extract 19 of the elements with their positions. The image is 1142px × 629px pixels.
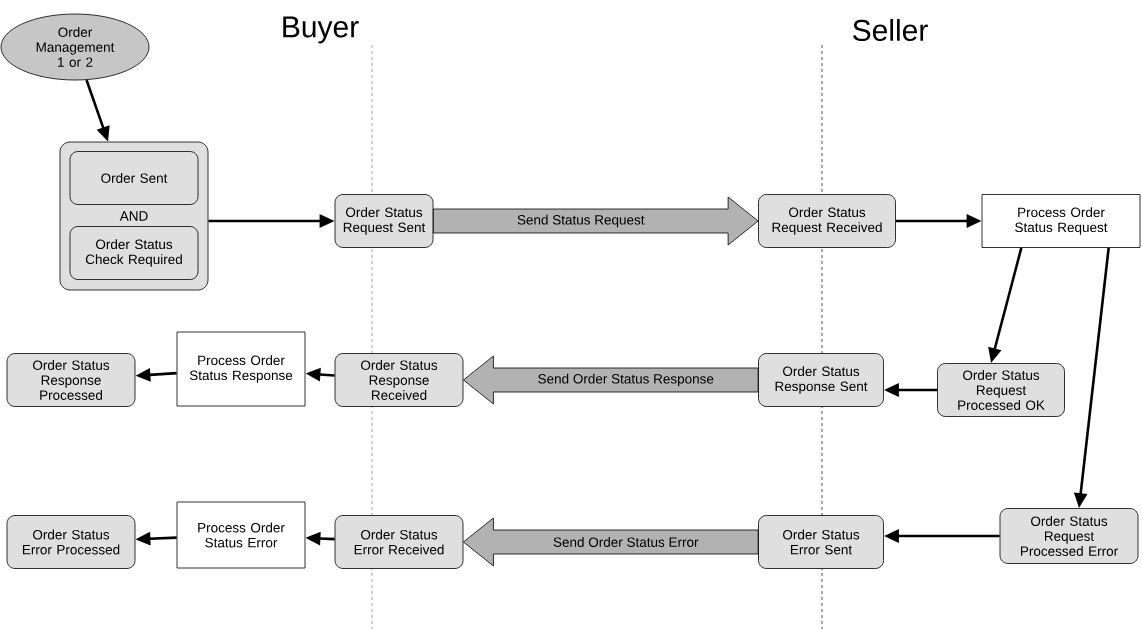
- state-box: Order Sent: [69, 151, 199, 205]
- state-box: Order Status Response Received: [334, 353, 464, 407]
- state-box: Order Status Request Received: [758, 194, 896, 248]
- state-box: Order Status Response Sent: [758, 353, 884, 407]
- state-box: Order Status Request Sent: [334, 194, 434, 248]
- state-box: Order Status Response Processed: [6, 353, 136, 407]
- process-box: Process Order Status Response: [176, 331, 306, 407]
- state-box: Order Status Check Required: [69, 226, 199, 280]
- state-box: Order Status Request Processed OK: [937, 363, 1065, 417]
- ellipse-node: Order Management 1 or 2: [0, 13, 150, 81]
- lane-heading: Buyer: [283, 16, 359, 44]
- process-box: Process Order Status Error: [176, 501, 306, 569]
- state-box: Order Status Error Sent: [758, 515, 884, 569]
- process-box: Process Order Status Request: [981, 194, 1141, 248]
- state-box: Order Status Error Received: [334, 515, 464, 569]
- state-box: Order Status Request Processed Error: [999, 508, 1139, 564]
- lane-heading: Seller: [853, 19, 928, 41]
- state-box: Order Status Error Processed: [6, 515, 136, 569]
- edge-label: Send Order Status Error: [552, 536, 700, 548]
